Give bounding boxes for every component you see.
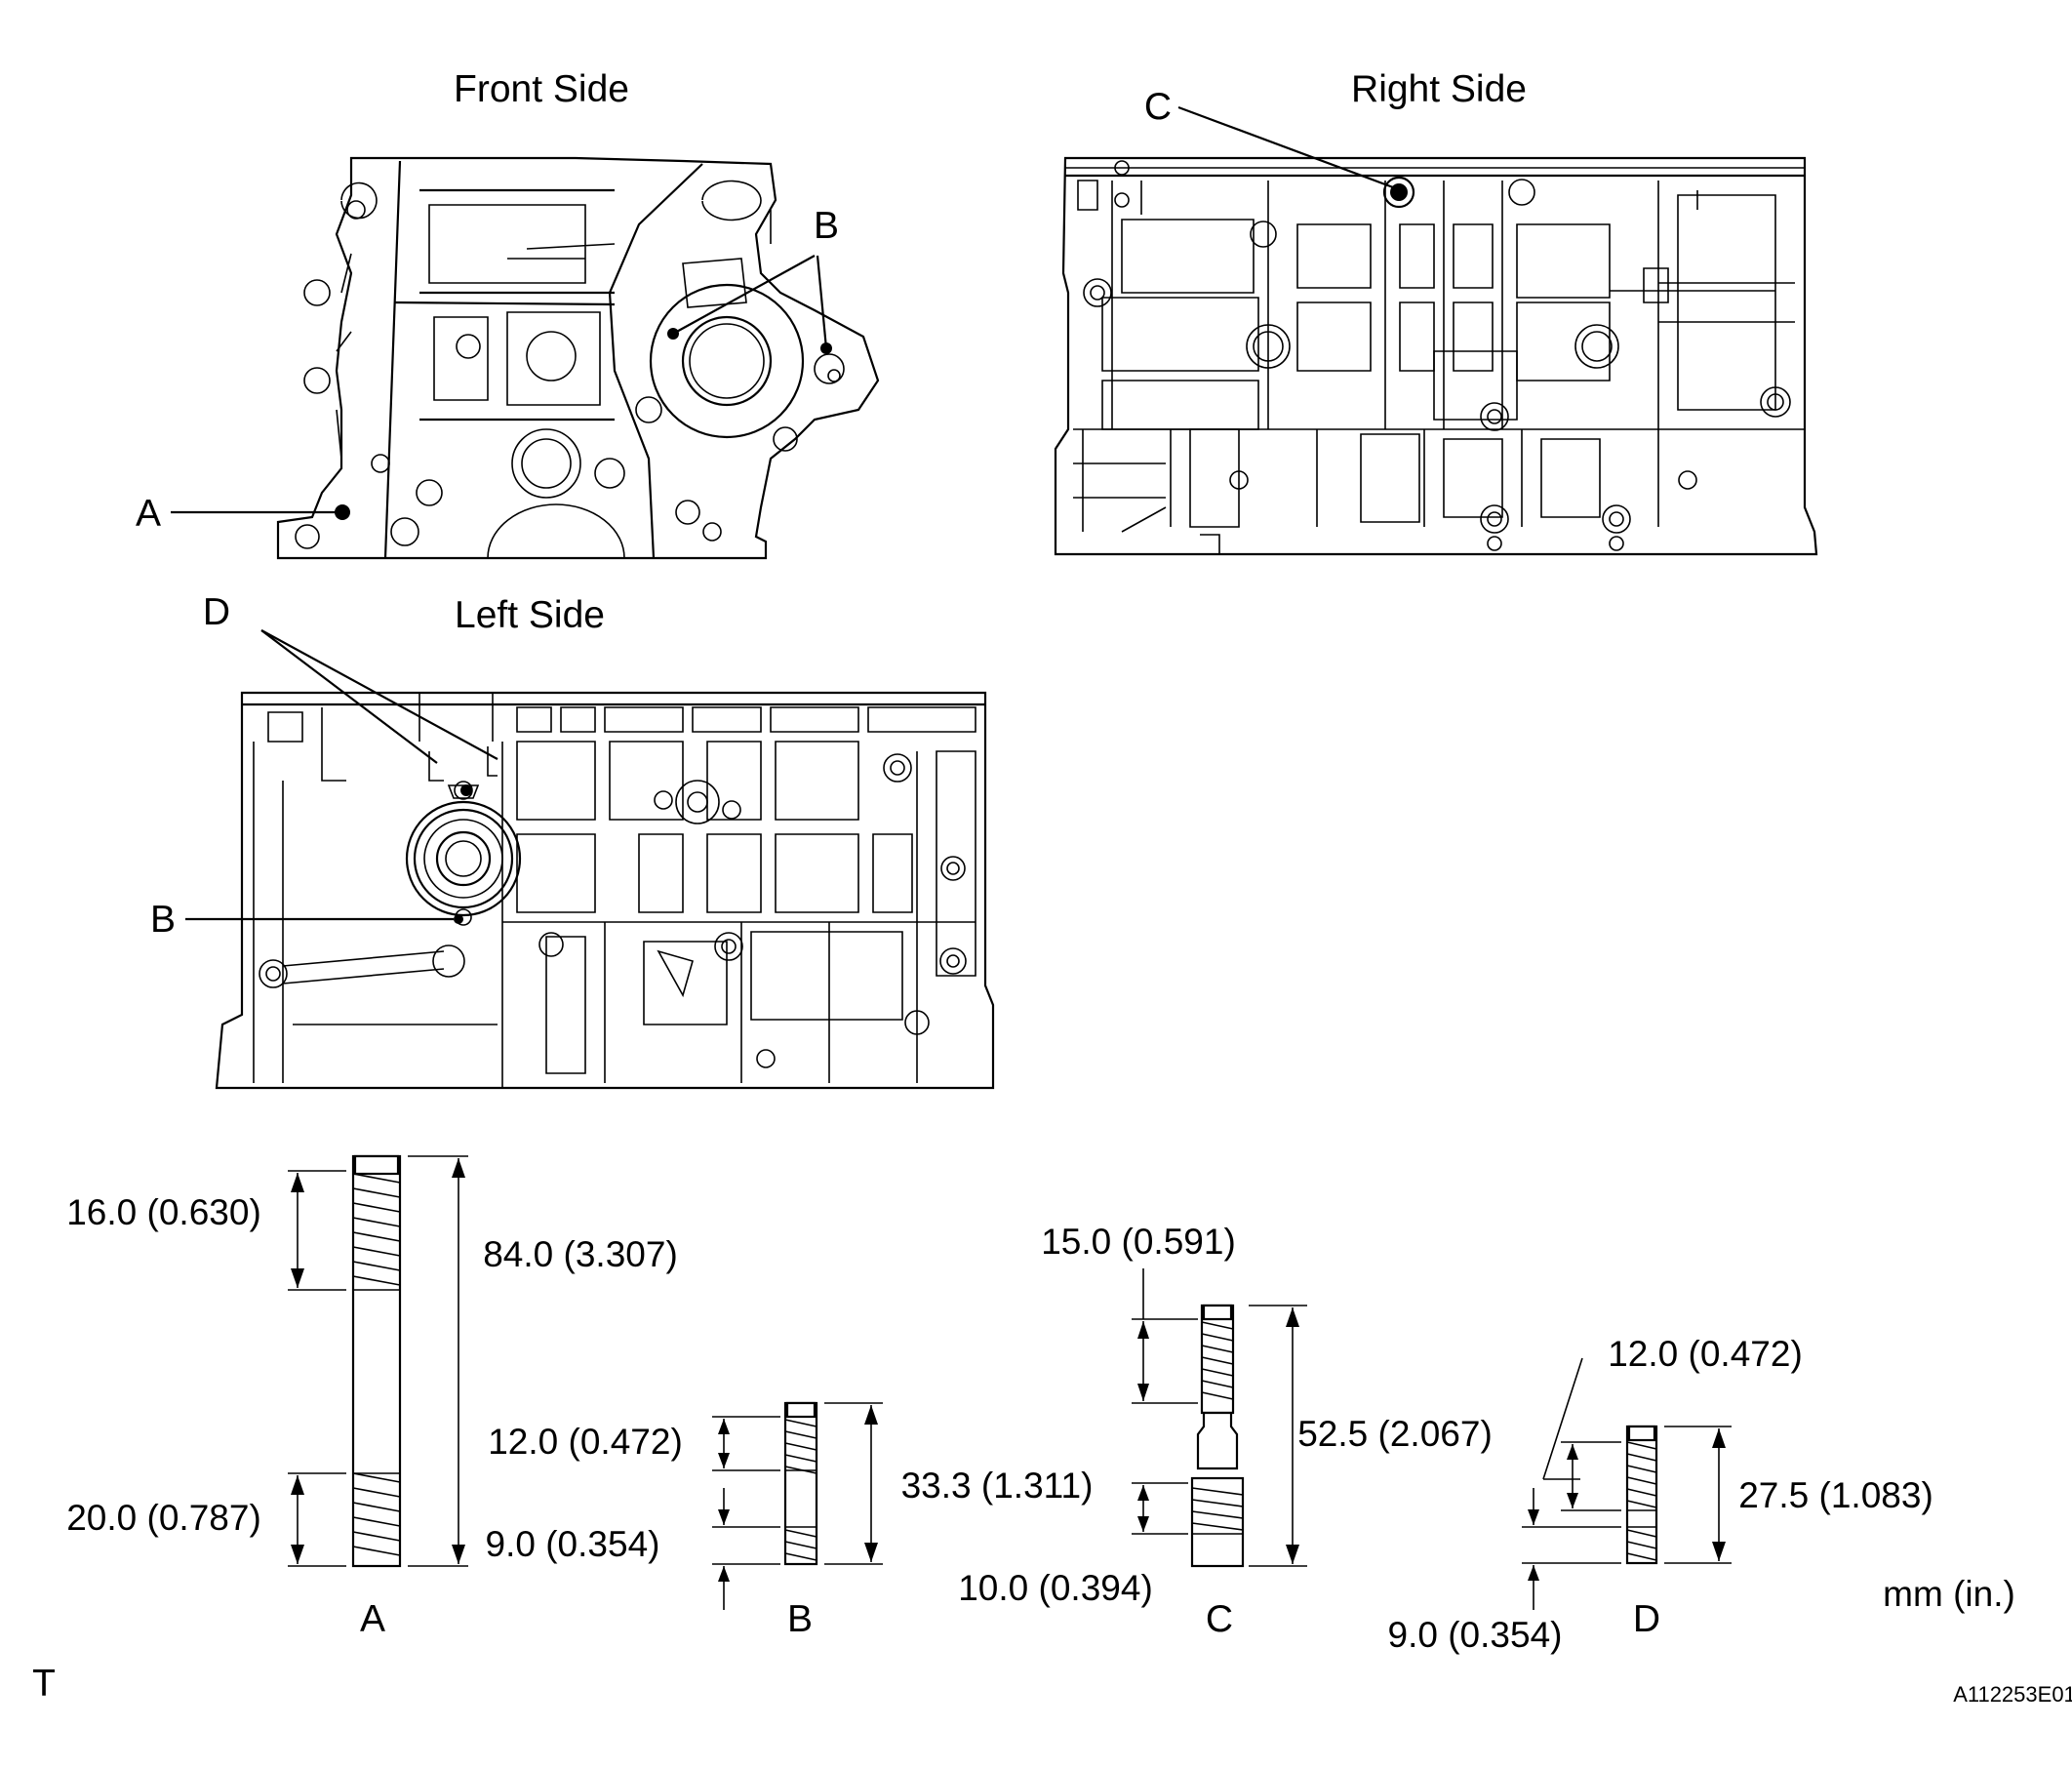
figure-code: A112253E01: [1953, 1682, 2072, 1707]
stud-b: 12.0 (0.472) 9.0 (0.354) 33.3 (1.311) B: [486, 1401, 1094, 1640]
corner-mark: T: [32, 1663, 56, 1705]
front-side-view: Front Side A: [136, 68, 880, 560]
left-side-title: Left Side: [455, 594, 605, 636]
stud-d-bottom-thread: 9.0 (0.354): [1388, 1615, 1563, 1655]
stud-b-top-thread: 12.0 (0.472): [488, 1422, 683, 1462]
stud-c-bottom-thread: 10.0 (0.394): [958, 1568, 1153, 1608]
stud-a-bottom-thread: 20.0 (0.787): [66, 1498, 261, 1538]
stud-d-top-thread: 12.0 (0.472): [1608, 1334, 1803, 1374]
stud-b-bottom-thread: 9.0 (0.354): [486, 1524, 660, 1564]
stud-b-label: B: [787, 1598, 813, 1640]
stud-a-total: 84.0 (3.307): [483, 1234, 678, 1274]
stud-c-total: 52.5 (2.067): [1297, 1414, 1493, 1454]
front-callout-b: B: [814, 205, 839, 247]
stud-a: 16.0 (0.630) 20.0 (0.787) 84.0 (3.307) A: [66, 1154, 678, 1640]
front-callout-a: A: [136, 493, 161, 535]
left-side-view: Left Side: [150, 591, 995, 1090]
right-side-view: Right Side: [1054, 68, 1818, 556]
stud-c: 15.0 (0.591) 10.0 (0.394) 52.5 (2.067) C: [958, 1222, 1493, 1640]
stud-b-total: 33.3 (1.311): [901, 1466, 1094, 1506]
stud-a-top-thread: 16.0 (0.630): [66, 1192, 261, 1232]
left-callout-d: D: [203, 591, 230, 633]
stud-d-label: D: [1633, 1598, 1660, 1640]
right-side-title: Right Side: [1351, 68, 1527, 110]
stud-d-total: 27.5 (1.083): [1738, 1475, 1933, 1515]
stud-d: 12.0 (0.472) 9.0 (0.354) 27.5 (1.083) D: [1388, 1334, 1933, 1655]
front-side-title: Front Side: [454, 68, 629, 110]
stud-a-label: A: [360, 1598, 385, 1640]
units-label: mm (in.): [1883, 1574, 2015, 1614]
stud-c-top-thread: 15.0 (0.591): [1041, 1222, 1236, 1262]
left-callout-b: B: [150, 899, 176, 941]
right-callout-c: C: [1144, 86, 1172, 128]
stud-c-label: C: [1206, 1598, 1233, 1640]
